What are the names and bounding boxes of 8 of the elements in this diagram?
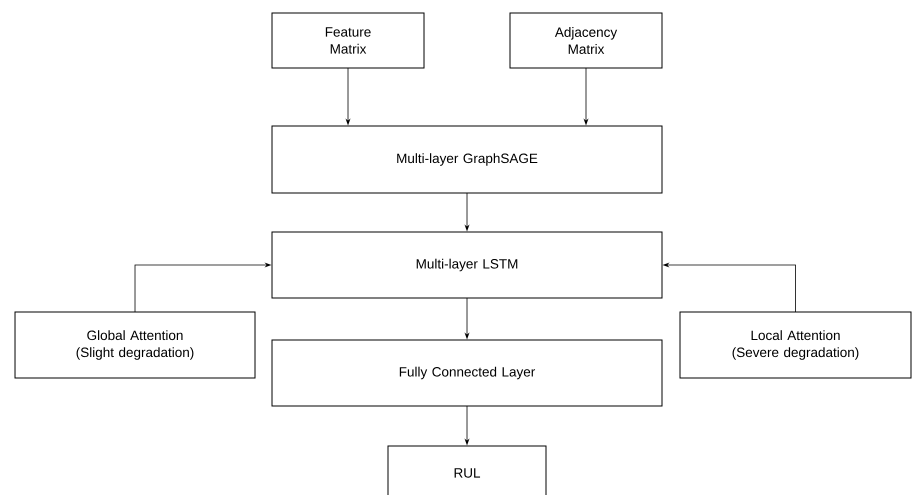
process-box: Multi-layer LSTM bbox=[272, 232, 662, 298]
process-box: Multi-layer GraphSAGE bbox=[272, 126, 662, 194]
process-box: Feature Matrix bbox=[272, 12, 424, 68]
process-box: Adjacency Matrix bbox=[510, 12, 662, 68]
process-box: Global Attention (Slight degradation) bbox=[14, 312, 256, 378]
process-box: Fully Connected Layer bbox=[272, 340, 662, 406]
process-box: Local Attention (Severe degradation) bbox=[680, 312, 912, 378]
process-box: RUL bbox=[388, 446, 546, 495]
